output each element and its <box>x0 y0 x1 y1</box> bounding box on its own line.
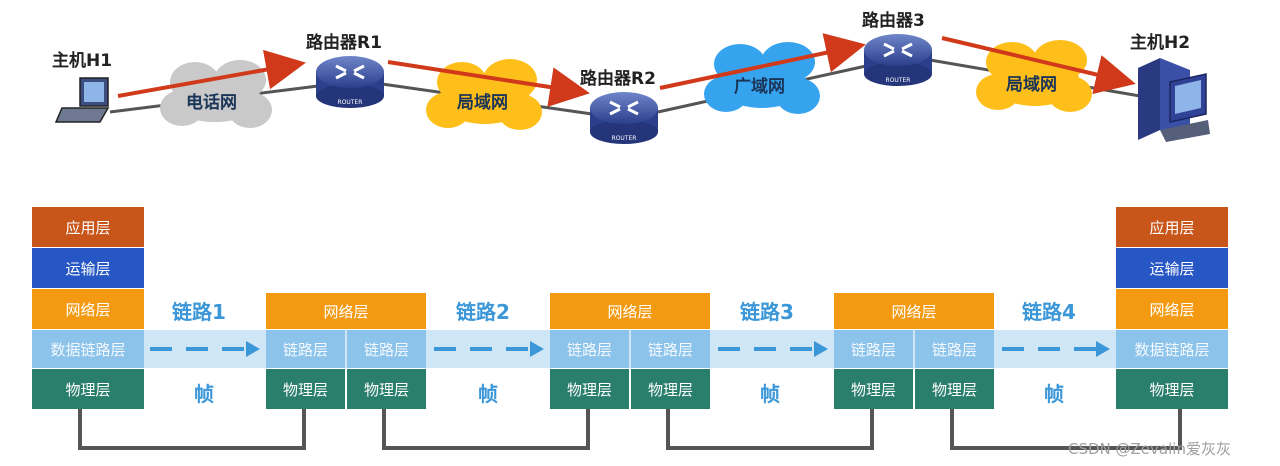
laptop-icon <box>54 77 110 123</box>
cloud-phone <box>160 60 272 128</box>
link4-label: 链路4 <box>1022 300 1076 324</box>
router-r3-icon <box>864 34 932 86</box>
r2-physical-layer-left: 物理层 <box>550 369 629 409</box>
h1-application-layer: 应用层 <box>32 207 144 247</box>
link3-label: 链路3 <box>740 300 794 324</box>
frame-label-2: 帧 <box>478 382 498 406</box>
cloud-lan2 <box>976 40 1092 112</box>
r1-link-layer-right: 链路层 <box>347 330 426 368</box>
physical-wires <box>78 408 1182 450</box>
h2-network-layer: 网络层 <box>1116 289 1228 329</box>
link2-label: 链路2 <box>456 300 510 324</box>
router-r3-label: 路由器3 <box>862 11 925 31</box>
r2-link-layer-left: 链路层 <box>550 330 629 368</box>
frame-label-4: 帧 <box>1044 382 1064 406</box>
router-r1-icon <box>316 56 384 108</box>
r1-physical-layer-right: 物理层 <box>347 369 426 409</box>
h2-data-link-layer: 数据链路层 <box>1116 330 1228 368</box>
frame-label-1: 帧 <box>194 382 214 406</box>
h2-physical-layer: 物理层 <box>1116 369 1228 409</box>
cloud-lan1 <box>426 59 542 130</box>
r1-link-layer-left: 链路层 <box>266 330 345 368</box>
desktop-icon <box>1138 58 1210 142</box>
r3-link-layer-right: 链路层 <box>915 330 994 368</box>
router-r2-icon <box>590 92 658 144</box>
router-r3-badge: ROUTER <box>886 77 911 84</box>
router-r2-label: 路由器R2 <box>580 69 656 89</box>
r3-physical-layer-left: 物理层 <box>834 369 913 409</box>
cloud-lan1-label: 局域网 <box>457 93 508 113</box>
h1-network-layer: 网络层 <box>32 289 144 329</box>
h2-application-layer: 应用层 <box>1116 207 1228 247</box>
cloud-wan-label: 广域网 <box>734 77 785 97</box>
router-r1-badge: ROUTER <box>338 99 363 106</box>
frame-label-3: 帧 <box>760 382 780 406</box>
h2-transport-layer: 运输层 <box>1116 248 1228 288</box>
h1-physical-layer: 物理层 <box>32 369 144 409</box>
watermark: CSDN @Zevalin爱灰灰 <box>1068 440 1231 458</box>
router-r1-label: 路由器R1 <box>306 33 382 53</box>
link1-label: 链路1 <box>172 300 226 324</box>
r1-physical-layer-left: 物理层 <box>266 369 345 409</box>
host-h1-label: 主机H1 <box>52 51 113 71</box>
r3-link-layer-left: 链路层 <box>834 330 913 368</box>
r1-network-layer: 网络层 <box>266 293 426 329</box>
host-h2-label: 主机H2 <box>1130 33 1191 53</box>
r2-network-layer: 网络层 <box>550 293 710 329</box>
cloud-phone-label: 电话网 <box>186 93 237 113</box>
route-arrows <box>117 33 1136 107</box>
r3-physical-layer-right: 物理层 <box>915 369 994 409</box>
r2-physical-layer-right: 物理层 <box>631 369 710 409</box>
h1-data-link-layer: 数据链路层 <box>32 330 144 368</box>
r3-network-layer: 网络层 <box>834 293 994 329</box>
router-r2-badge: ROUTER <box>612 135 637 142</box>
cloud-lan2-label: 局域网 <box>1006 75 1057 95</box>
r2-link-layer-right: 链路层 <box>631 330 710 368</box>
h1-transport-layer: 运输层 <box>32 248 144 288</box>
